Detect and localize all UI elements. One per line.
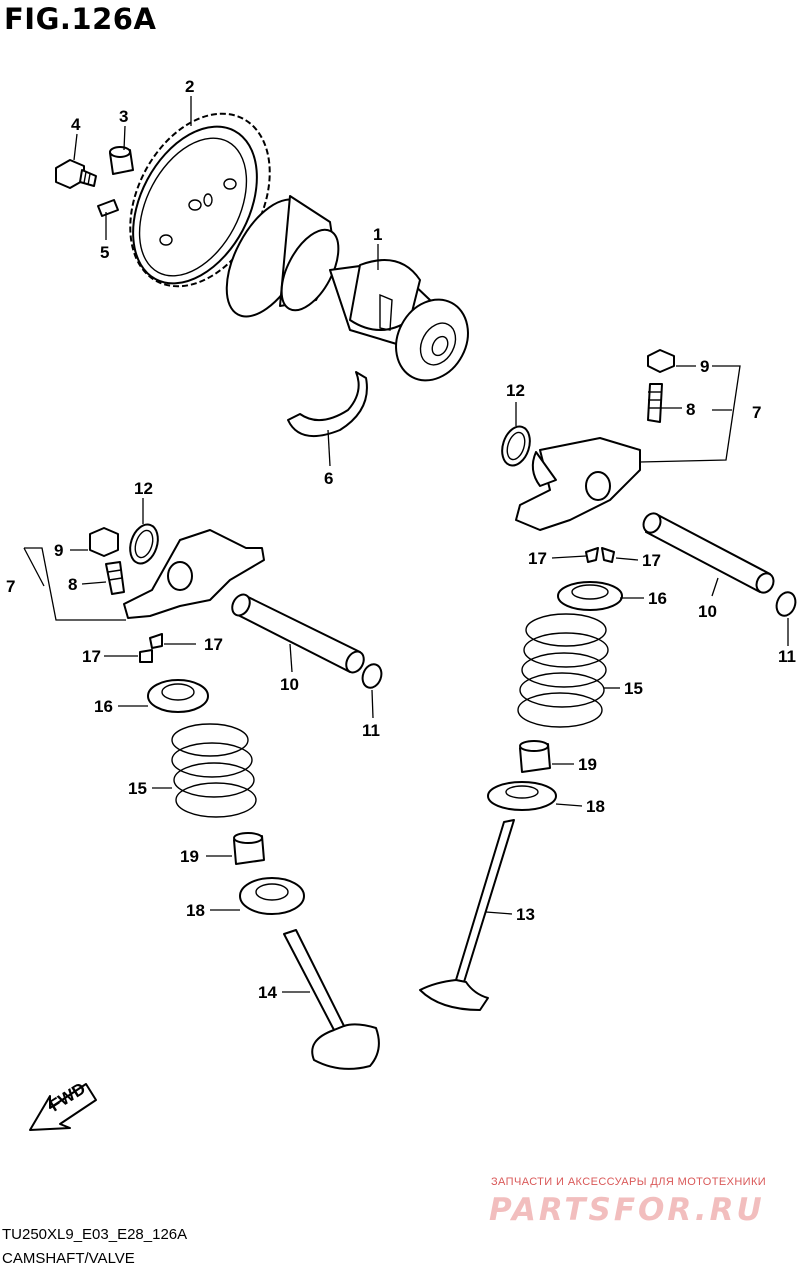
callout-17-right-b: 17	[642, 551, 661, 570]
callout-4-pin: 5	[100, 243, 109, 262]
callout-14: 14	[258, 983, 277, 1002]
rocker-arm-intake	[123, 529, 265, 619]
callout-4-bolt: 4	[71, 115, 81, 134]
callout-19-left: 19	[180, 847, 199, 866]
sprocket-bolt	[55, 159, 97, 189]
callout-15-left: 15	[128, 779, 147, 798]
callout-10-left: 10	[280, 675, 299, 694]
dowel-pin	[109, 146, 134, 175]
callout-17-right-a: 17	[528, 549, 547, 568]
forward-arrow-icon: FWD	[29, 1079, 97, 1131]
callout-8-right: 8	[686, 400, 695, 419]
callout-18-right: 18	[586, 797, 605, 816]
valve-cotters-left	[139, 633, 163, 663]
diagram-name: CAMSHAFT/VALVE	[2, 1250, 135, 1267]
figure-title: FIG.126A	[4, 2, 157, 36]
callout-17-left-a: 17	[82, 647, 101, 666]
valve-seal-left	[233, 832, 265, 865]
watermark-logo: PARTSFOR.RU	[489, 1192, 765, 1228]
adjust-screw-left	[105, 561, 125, 595]
callout-1: 1	[373, 225, 382, 244]
callout-16-left: 16	[94, 697, 113, 716]
callout-11-left: 11	[362, 721, 380, 740]
shaft-left	[231, 593, 365, 674]
exhaust-valve	[419, 819, 515, 1011]
spring-retainer-left	[147, 679, 209, 713]
gasket-right-12	[501, 425, 531, 467]
diagram-code: TU250XL9_E03_E28_126A	[2, 1226, 188, 1243]
spring-retainer-right	[557, 581, 623, 611]
valve-spring-right	[517, 613, 609, 728]
callout-7-right: 7	[752, 403, 761, 422]
callout-17-left-b: 17	[204, 635, 223, 654]
adjust-nut-left	[89, 527, 119, 557]
o-ring-right-11	[775, 591, 797, 617]
thrust-plate	[287, 371, 368, 437]
callout-19-right: 19	[578, 755, 597, 774]
adjust-nut-right	[647, 349, 675, 373]
intake-valve	[283, 929, 380, 1070]
callout-6: 6	[324, 469, 333, 488]
callout-7-left: 7	[6, 577, 15, 596]
callout-9-right: 9	[700, 357, 709, 376]
watermark-tagline: ЗАПЧАСТИ И АКСЕССУАРЫ ДЛЯ МОТОТЕХНИКИ	[491, 1176, 767, 1188]
spring-seat-right	[487, 781, 557, 811]
rocker-arm-exhaust	[515, 437, 641, 531]
callout-10-right: 10	[698, 602, 717, 621]
o-ring-left-11	[361, 663, 383, 689]
callout-12-right: 12	[506, 381, 525, 400]
callout-8-left: 8	[68, 575, 77, 594]
valve-cotters-right	[585, 547, 615, 563]
valve-spring-left	[171, 723, 257, 818]
callout-15-right: 15	[624, 679, 643, 698]
pin	[97, 199, 119, 217]
callout-9-left: 9	[54, 541, 63, 560]
camshaft	[225, 195, 469, 382]
callout-11-right: 11	[778, 647, 796, 666]
gasket-left-12	[129, 523, 159, 565]
spring-seat-left	[239, 877, 305, 915]
callout-labels: 1 2 3 4 5 6 7 8 9 10 11 12 13 15 16 17 1…	[6, 77, 796, 1002]
adjust-screw-right	[647, 383, 663, 423]
callout-16-right: 16	[648, 589, 667, 608]
callout-3: 3	[119, 107, 128, 126]
callout-2: 2	[185, 77, 194, 96]
callout-13: 13	[516, 905, 535, 924]
leader-lines	[23, 96, 789, 993]
callout-12-left: 12	[134, 479, 153, 498]
shaft-right	[642, 512, 775, 594]
callout-18-left: 18	[186, 901, 205, 920]
valve-seal-right	[519, 740, 551, 773]
